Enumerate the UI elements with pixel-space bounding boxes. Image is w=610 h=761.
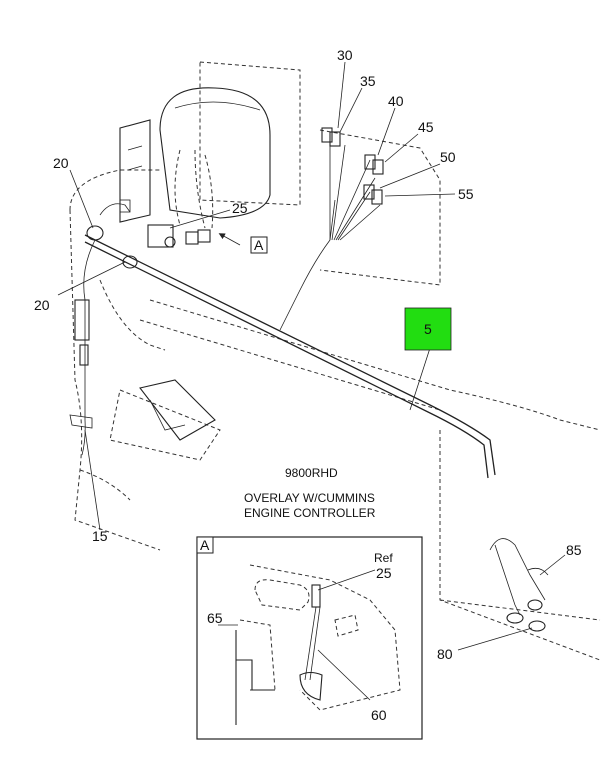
- callout-55: 55: [458, 186, 474, 202]
- callout-5: 5: [424, 321, 432, 337]
- caption-line2: ENGINE CONTROLLER: [244, 506, 376, 520]
- dash-panel: [119, 87, 271, 223]
- highlight-callout-5: 5: [404, 307, 452, 351]
- module-25: [147, 224, 241, 248]
- detail-ref-num: 25: [376, 565, 392, 581]
- detail-a-inset: A Ref 25 65 60: [196, 536, 423, 740]
- cab-outline: [69, 61, 601, 661]
- callout-50: 50: [440, 149, 456, 165]
- callout-80: 80: [437, 646, 453, 662]
- callout-35: 35: [360, 73, 376, 89]
- caption-model: 9800RHD: [285, 466, 338, 480]
- left-harness: [69, 149, 214, 456]
- detail-a-label: A: [200, 537, 210, 553]
- detail-a-tag: A: [250, 236, 268, 254]
- caption: 9800RHD OVERLAY W/CUMMINS ENGINE CONTROL…: [244, 466, 376, 520]
- main-harness: [84, 234, 496, 479]
- detail-a-tag-label: A: [254, 237, 264, 253]
- callout-60: 60: [371, 707, 387, 723]
- callout-30: 30: [337, 47, 353, 63]
- callout-85: 85: [566, 542, 582, 558]
- highlight-box: [404, 307, 452, 351]
- callout-20-top: 20: [53, 155, 69, 171]
- callout-40: 40: [388, 93, 404, 109]
- caption-line1: OVERLAY W/CUMMINS: [244, 491, 375, 505]
- pedal-area: [139, 379, 216, 441]
- callout-15: 15: [92, 528, 108, 544]
- callout-45: 45: [418, 119, 434, 135]
- detail-ref-label: Ref: [374, 551, 393, 565]
- lower-right-assy: [489, 538, 549, 632]
- callout-25: 25: [232, 200, 248, 216]
- connector-branch: [279, 127, 384, 331]
- leader-lines: [57, 61, 566, 651]
- callout-20-bottom: 20: [34, 297, 50, 313]
- callout-65: 65: [207, 610, 223, 626]
- callouts: 30 35 40 45 50 55 20 25 20 15 85 80: [34, 47, 582, 662]
